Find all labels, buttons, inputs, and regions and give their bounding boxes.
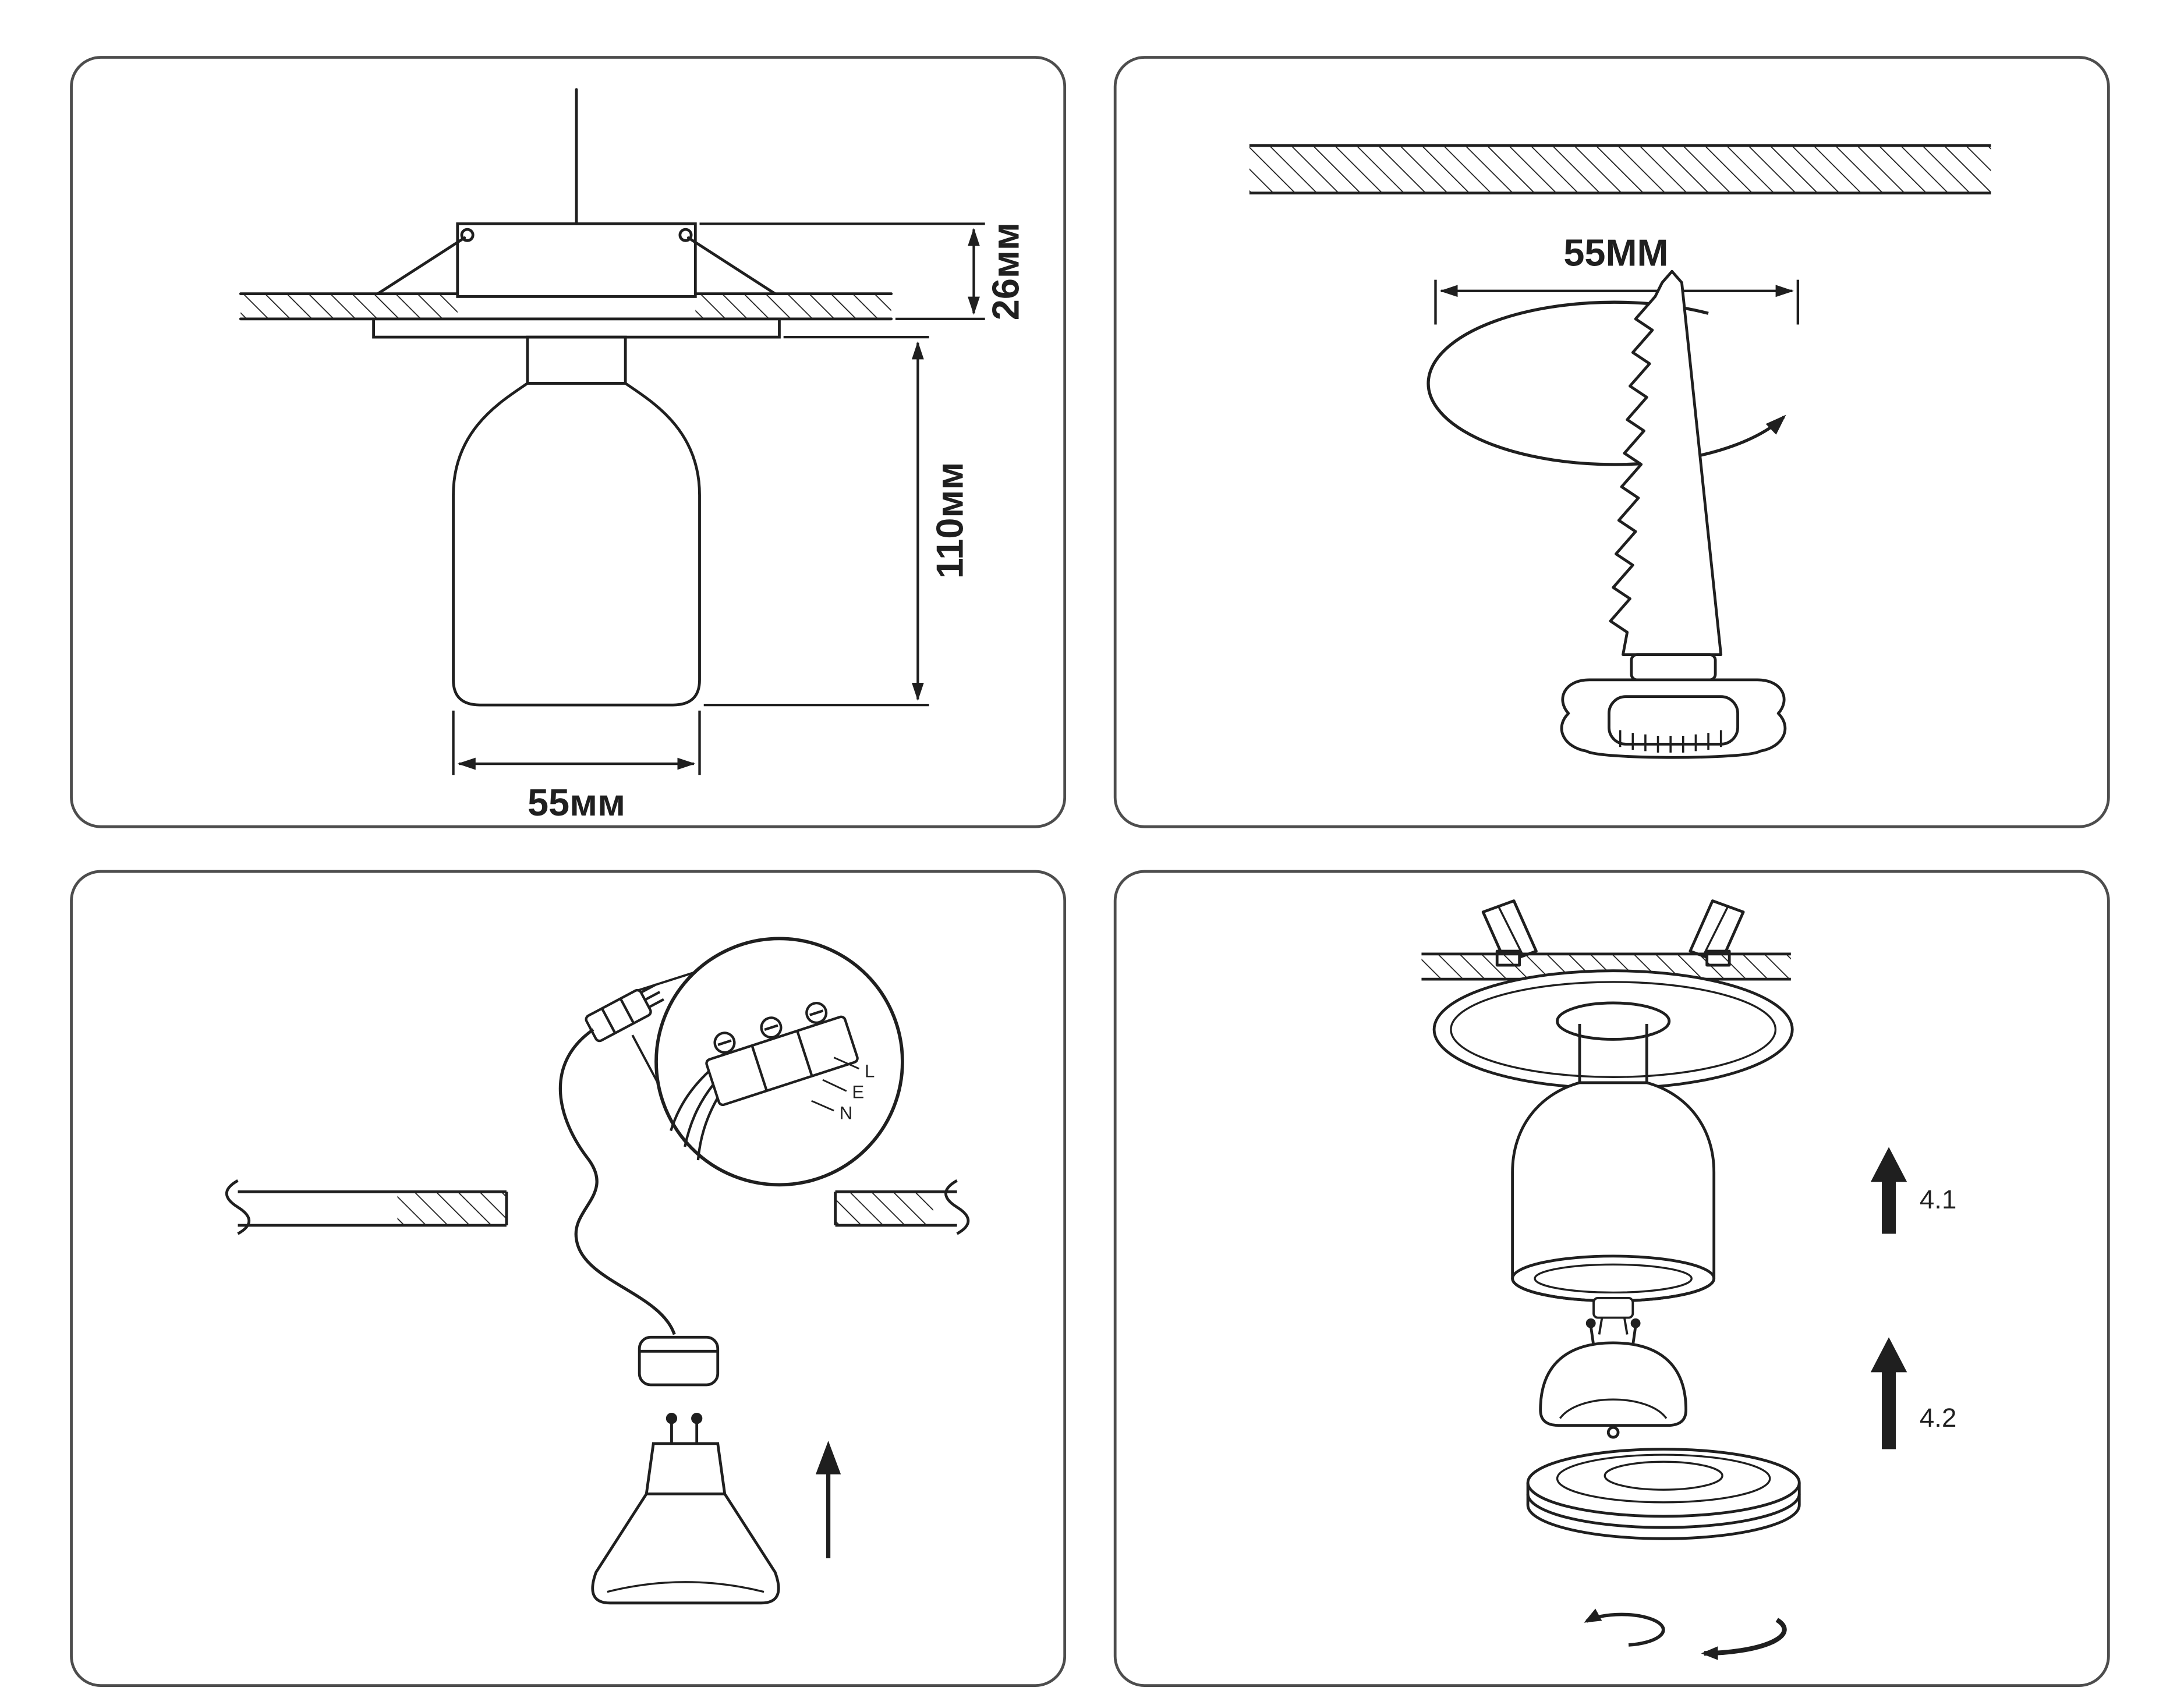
recessed-housing	[456, 222, 697, 298]
ceiling-band	[1249, 144, 1991, 195]
rotate-arrow-left	[1584, 1608, 1665, 1647]
panel-wiring: L E N	[70, 870, 1067, 1688]
hole-rotation-arrow	[1426, 300, 1786, 466]
trim-flange	[372, 317, 781, 339]
hole-diameter-label: 55MM	[1563, 232, 1668, 274]
dimension-recess-height	[699, 222, 985, 321]
dimension-body-height	[703, 335, 929, 707]
fixture-side-view	[239, 88, 893, 707]
terminal-detail-magnifier: L E N	[654, 937, 904, 1187]
lamp-neck	[1578, 1023, 1648, 1083]
gu10-bulb	[591, 1413, 780, 1605]
terminal-block	[670, 1002, 859, 1161]
lamp-body	[452, 382, 701, 707]
break-symbol-right	[944, 1179, 970, 1235]
saw-blade	[1609, 270, 1723, 657]
blade-collar	[1630, 653, 1717, 682]
decorative-ring	[1526, 1448, 1801, 1540]
step-arrow-1	[1870, 1147, 1907, 1234]
step-one-label: 4.1	[1920, 1185, 1956, 1214]
step-arrow-2	[1870, 1337, 1907, 1449]
center-hole	[1556, 1001, 1671, 1041]
ceiling-section	[239, 292, 893, 321]
panel-ceiling-cutout: 55MM	[1113, 56, 2110, 828]
handle-grip-lines	[1619, 730, 1722, 753]
lamp-socket	[638, 1335, 720, 1387]
lamp-body	[1511, 1081, 1716, 1303]
spring-clip-right	[686, 236, 777, 296]
body-width-label: 55мм	[528, 781, 625, 824]
step-two-label: 4.2	[1920, 1403, 1956, 1433]
panel-fixture-dimensions: 26мм 110мм 55мм	[70, 56, 1067, 828]
ceiling-section	[225, 1179, 970, 1235]
terminal-live-label: L	[865, 1061, 875, 1081]
spring-clip-left	[376, 236, 466, 296]
fixture-dimension-drawing: 26мм 110мм 55мм	[239, 88, 1026, 824]
spring-clip-left	[1481, 899, 1538, 964]
panel-assembly-steps: 4.1 4.2	[1113, 870, 2110, 1688]
insert-direction-arrow	[815, 1441, 841, 1558]
dimension-hole-diameter	[1434, 279, 1800, 325]
hole-saw-icon	[1560, 270, 1787, 759]
wiring-drawing: L E N	[225, 937, 970, 1605]
body-height-label: 110мм	[928, 462, 971, 579]
supply-cable	[558, 1028, 676, 1335]
socket-contact	[1592, 1297, 1634, 1319]
saw-handle-inner	[1608, 695, 1739, 746]
assembly-drawing: 4.1 4.2	[1421, 899, 1956, 1660]
lamp-neck	[526, 335, 627, 385]
terminal-earth-label: E	[852, 1082, 864, 1102]
rotate-arrow-right	[1701, 1618, 1787, 1660]
spring-clip-right	[1689, 899, 1745, 964]
gu10-bulb	[1539, 1318, 1688, 1439]
terminal-neutral-label: N	[840, 1103, 853, 1123]
dimension-body-width	[452, 710, 701, 775]
spring-pivot-right	[678, 228, 693, 242]
break-symbol-left	[225, 1179, 250, 1235]
cutout-drawing: 55MM	[1249, 144, 1991, 759]
terminal-leaders	[811, 1057, 860, 1112]
rotation-arrows	[1584, 1608, 1787, 1660]
spring-pivot-left	[460, 228, 475, 242]
cable-connector	[585, 983, 664, 1043]
mounted-fixture	[1432, 969, 1794, 1335]
recess-height-label: 26мм	[984, 222, 1026, 320]
